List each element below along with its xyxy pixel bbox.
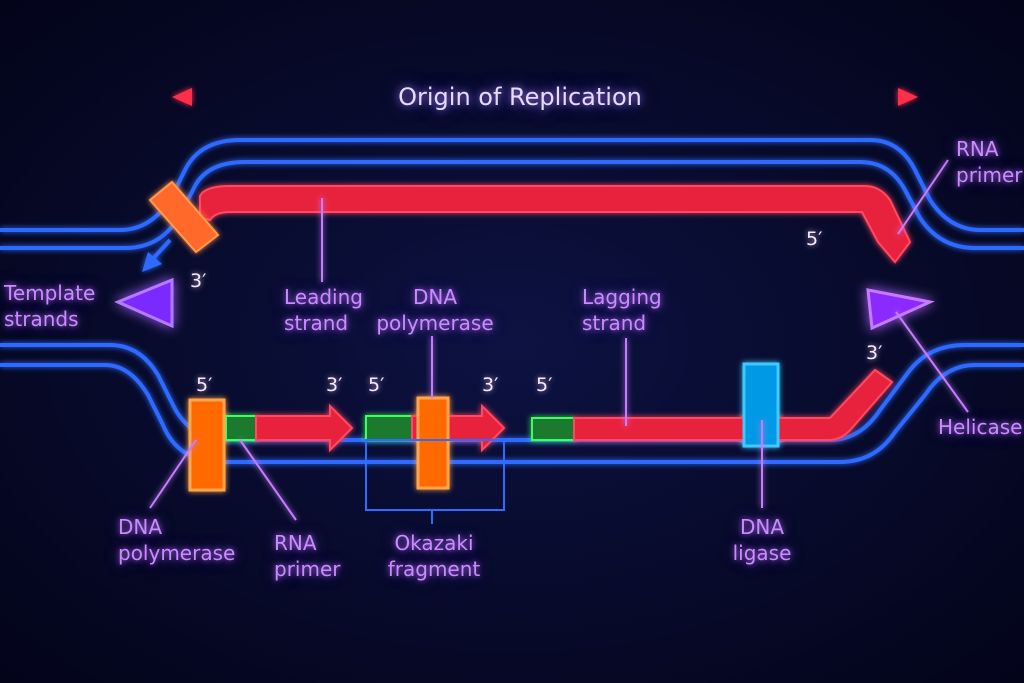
rna-primer-bottom-label: RNA primer <box>274 530 340 582</box>
template-strand-bottom <box>0 343 1024 464</box>
lagging-strand <box>531 362 894 448</box>
lagging-strand-line-1: Lagging <box>582 285 662 309</box>
origin-title: Origin of Replication <box>398 83 642 111</box>
leader-lines <box>149 159 969 521</box>
template-top-outer <box>0 138 1024 232</box>
dna-polymerase-top-line-2: polymerase <box>376 311 494 335</box>
leading-strand-line-1: Leading <box>284 285 363 309</box>
rna-primer-top-line-1: RNA <box>956 137 999 161</box>
template-bottom-inner <box>0 363 1024 464</box>
end-lagging-3: 3′ <box>866 342 883 364</box>
okazaki-bracket-box <box>365 439 505 511</box>
dna-polymerase-middle-block <box>416 396 450 490</box>
top-left-primer-block <box>148 180 220 254</box>
rna-primer-bottom-line-2: primer <box>274 557 341 581</box>
leading-strand <box>199 185 912 264</box>
origin-arrow-right-head <box>898 88 918 106</box>
end-lagging-5: 5′ <box>536 374 553 396</box>
okazaki-fragment-line-1: Okazaki <box>394 531 474 555</box>
end-top-left-3: 3′ <box>190 270 207 292</box>
rna-primer-3 <box>531 417 575 441</box>
template-strand-top <box>0 138 1024 250</box>
leader-rna-primer-bottom <box>239 439 297 521</box>
end-fragment1-3: 3′ <box>326 374 343 396</box>
rna-primer-bottom-line-1: RNA <box>274 531 317 555</box>
fragment-1-arrow <box>255 403 354 453</box>
end-fragment2-5: 5′ <box>368 374 385 396</box>
top-left-fork <box>142 180 220 272</box>
rna-primer-top-label: RNA primer <box>956 136 1022 188</box>
top-left-fork-arrow-head <box>142 252 162 272</box>
dna-ligase-line-1: DNA <box>739 515 785 539</box>
lagging-strand-label: Lagging strand <box>582 284 662 336</box>
rna-primer-1 <box>225 415 257 441</box>
template-strands-label: Template strands <box>4 280 95 332</box>
leader-dna-polymerase-bottom <box>149 439 197 509</box>
template-strands-line-2: strands <box>4 307 79 331</box>
dna-ligase-label: DNA ligase <box>720 514 804 566</box>
end-fragment2-3: 3′ <box>482 374 499 396</box>
end-top-right-5: 5′ <box>806 228 823 250</box>
dna-ligase-line-2: ligase <box>732 541 792 565</box>
template-strands-triangle <box>114 277 174 329</box>
helicase-triangle <box>866 288 935 331</box>
lagging-strand-body <box>573 368 894 441</box>
rna-primer-top-line-2: primer <box>956 163 1023 187</box>
dna-polymerase-bottom-block <box>188 398 226 492</box>
origin-marker <box>172 88 918 494</box>
dna-polymerase-top-label: DNA polymerase <box>372 284 498 336</box>
dna-polymerase-bottom-line-2: polymerase <box>118 541 236 565</box>
origin-arrow-left-head <box>172 88 192 106</box>
okazaki-fragment-2 <box>365 396 506 490</box>
template-strands-line-1: Template <box>4 281 96 305</box>
dna-polymerase-top-line-1: DNA <box>412 285 458 309</box>
okazaki-fragment-label: Okazaki fragment <box>378 530 490 582</box>
leader-rna-primer-top <box>897 159 949 235</box>
leading-strand-body <box>199 185 912 264</box>
template-bottom-outer <box>0 343 1024 442</box>
rna-primer-2 <box>365 415 413 441</box>
leader-helicase <box>895 311 969 413</box>
leading-strand-line-2: strand <box>284 311 349 335</box>
okazaki-fragment-line-2: fragment <box>387 557 481 581</box>
okazaki-bracket <box>365 439 505 524</box>
helicase-label: Helicase <box>938 415 1023 439</box>
lagging-strand-line-2: strand <box>582 311 647 335</box>
template-top-inner <box>0 160 1024 250</box>
okazaki-fragment-1 <box>188 398 354 492</box>
dna-polymerase-bottom-line-1: DNA <box>118 515 163 539</box>
end-bottom-left-5: 5′ <box>196 374 213 396</box>
leading-strand-label: Leading strand <box>284 284 363 336</box>
dna-polymerase-bottom-label: DNA polymerase <box>118 514 235 566</box>
